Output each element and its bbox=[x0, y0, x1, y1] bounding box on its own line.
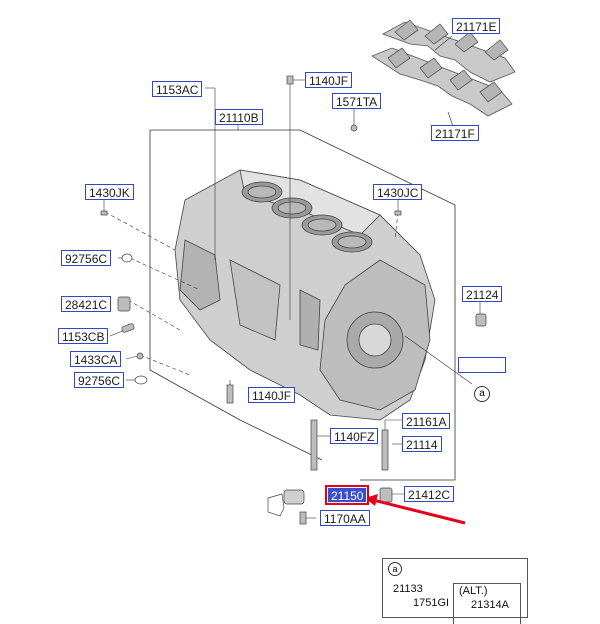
part-label-21150-highlighted[interactable]: 21150 bbox=[324, 485, 370, 505]
parts-diagram bbox=[100, 19, 516, 525]
detail-inset-a: a 21133 (ALT.) 1751GI 21314A bbox=[382, 558, 528, 624]
part-label-1433ca[interactable]: 1433CA bbox=[70, 351, 122, 367]
part-label-1153ac[interactable]: 1153AC bbox=[152, 81, 203, 97]
inset-alt-box bbox=[453, 583, 521, 624]
bearing-cap-upper bbox=[382, 19, 516, 83]
part-label-92756c-top[interactable]: 92756C bbox=[61, 250, 112, 266]
part-label-1170aa[interactable]: 1170AA bbox=[320, 510, 370, 526]
part-label-28421c[interactable]: 28421C bbox=[61, 296, 112, 312]
inset-part-1751gi[interactable]: 1751GI bbox=[413, 597, 450, 609]
part-label-21161a[interactable]: 21161A bbox=[402, 413, 451, 429]
inset-ref-circle: a bbox=[388, 562, 402, 576]
part-label-21412c[interactable]: 21412C bbox=[404, 486, 455, 502]
part-label-92756c-bottom[interactable]: 92756C bbox=[74, 372, 125, 388]
part-label-21171e[interactable]: 21171E bbox=[452, 18, 501, 34]
part-label-1140jf-bottom[interactable]: 1140JF bbox=[248, 387, 296, 403]
part-label-1153cb[interactable]: 1153CB bbox=[58, 328, 109, 344]
highlight-arrow bbox=[365, 494, 466, 525]
callout-a[interactable]: a bbox=[474, 386, 490, 402]
inset-part-21133[interactable]: 21133 bbox=[393, 583, 423, 595]
part-label-1430jc[interactable]: 1430JC bbox=[373, 184, 423, 200]
part-label-1140fz[interactable]: 1140FZ bbox=[330, 428, 379, 444]
assembly-outline bbox=[149, 129, 456, 481]
part-label-21110b[interactable]: 21110B bbox=[215, 109, 263, 125]
part-label-empty[interactable] bbox=[458, 357, 506, 373]
part-label-21171f[interactable]: 21171F bbox=[431, 125, 479, 141]
part-label-1430jk[interactable]: 1430JK bbox=[85, 184, 134, 200]
inset-alt-label: (ALT.) bbox=[459, 585, 488, 597]
part-label-21124[interactable]: 21124 bbox=[462, 286, 503, 302]
small-parts bbox=[100, 75, 487, 525]
inset-part-21314a[interactable]: 21314A bbox=[471, 599, 509, 611]
cylinder-block bbox=[174, 169, 436, 421]
part-label-1140jf-top[interactable]: 1140JF bbox=[305, 72, 353, 88]
bearing-cap-lower bbox=[371, 47, 513, 117]
part-label-21114[interactable]: 21114 bbox=[402, 436, 442, 452]
part-label-1571ta[interactable]: 1571TA bbox=[332, 93, 382, 109]
